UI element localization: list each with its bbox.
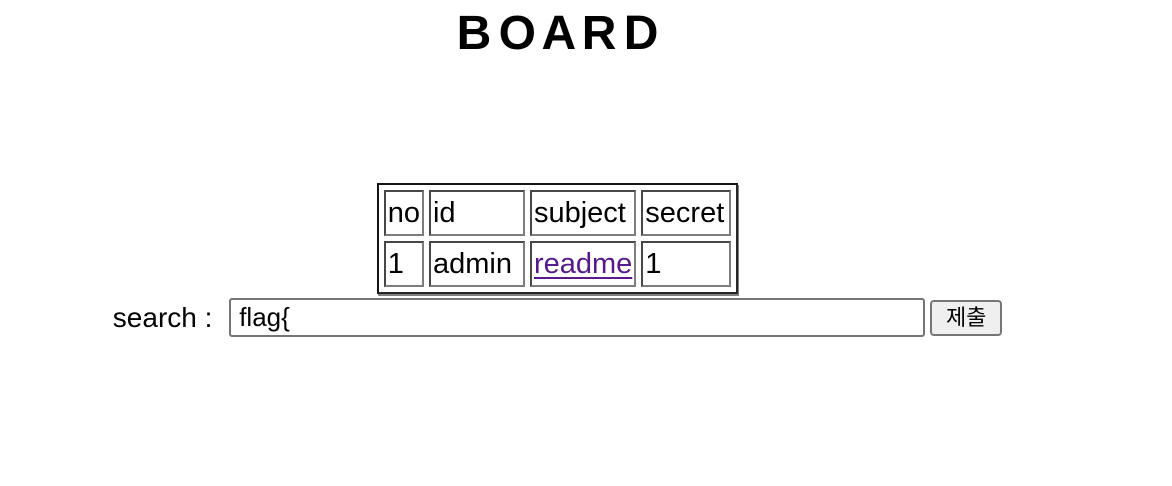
cell-secret: 1 [641,241,732,287]
column-header-subject: subject [529,190,637,236]
column-header-id: id [428,190,525,236]
cell-subject: readme [529,241,637,287]
board-table: no id subject secret 1 admin readme 1 [376,183,739,294]
cell-no: 1 [383,241,424,287]
table-header-row: no id subject secret [383,190,732,236]
table-row: 1 admin readme 1 [383,241,732,287]
column-header-secret: secret [641,190,732,236]
board-page: B O A R D no id subject secret 1 admin r… [0,7,1115,337]
page-title: B O A R D [456,7,659,60]
column-header-no: no [383,190,424,236]
search-input[interactable] [229,298,926,337]
cell-id: admin [428,241,525,287]
search-form: search : 제출 [0,298,1115,337]
readme-link[interactable]: readme [533,248,633,280]
submit-button[interactable]: 제출 [930,299,1003,336]
search-label: search : [112,302,221,333]
